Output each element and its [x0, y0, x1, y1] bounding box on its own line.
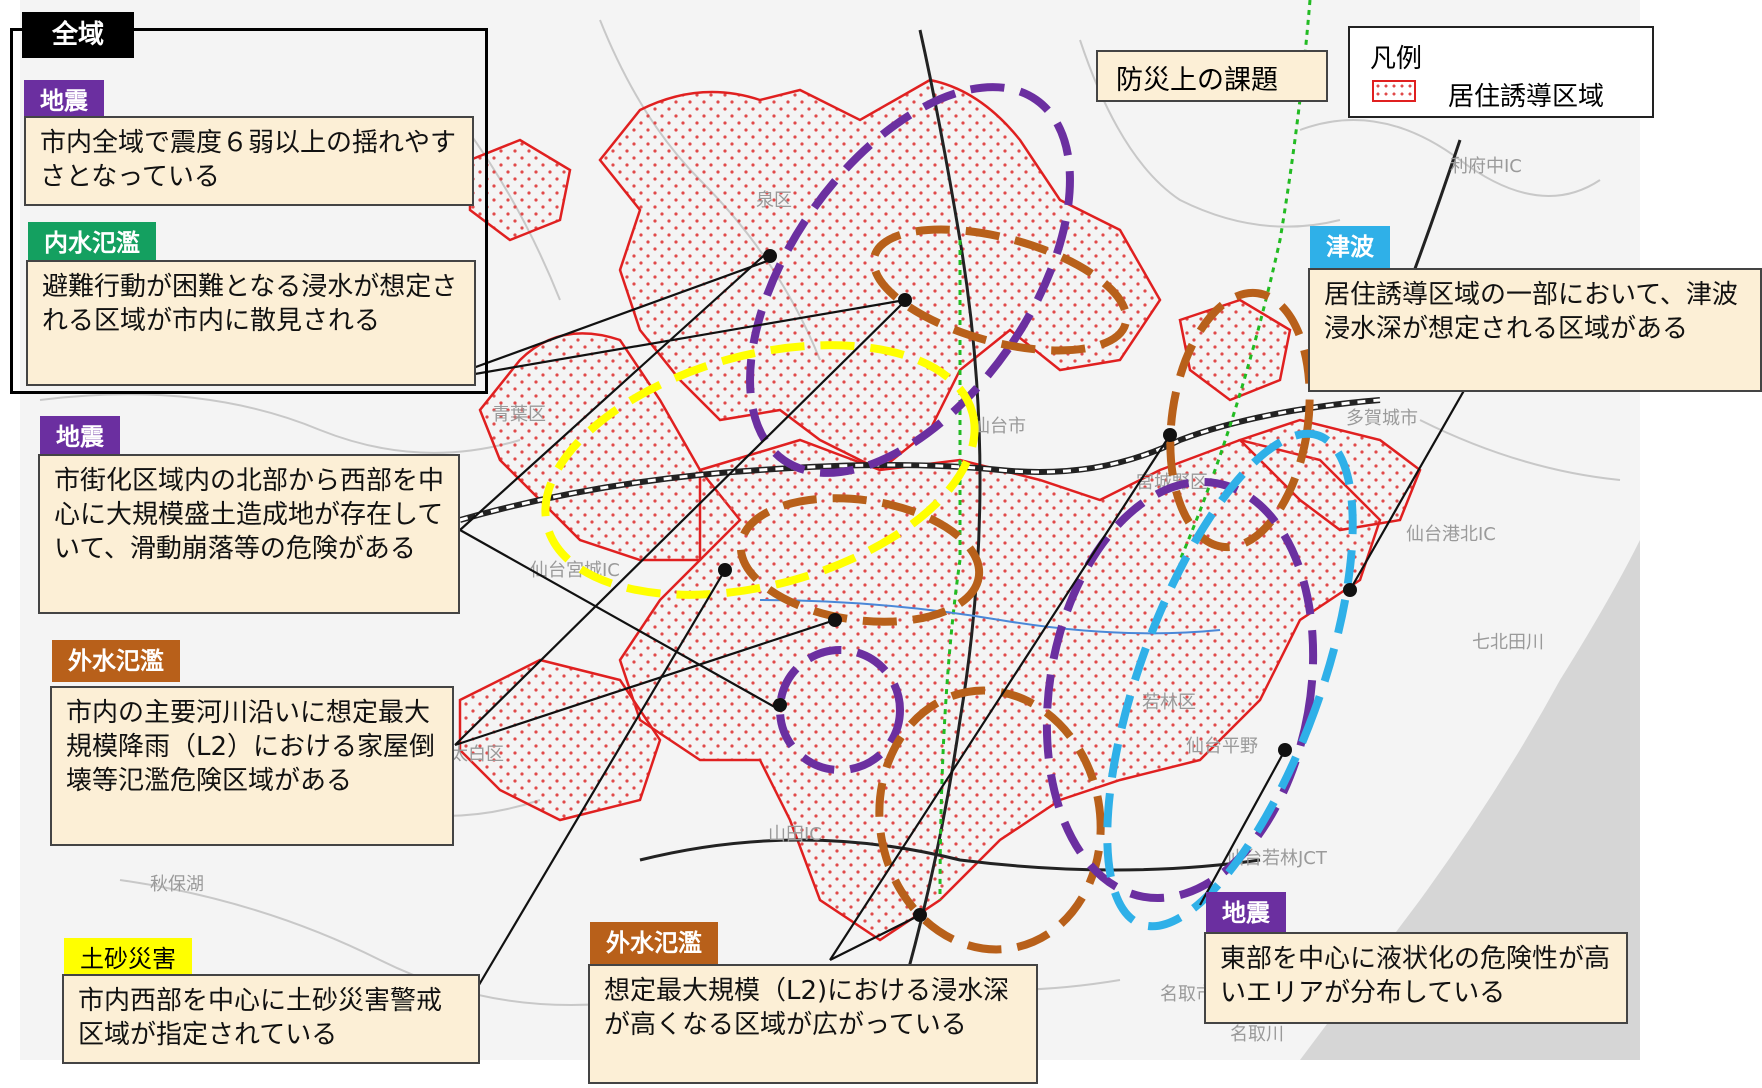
river-flood-tag-2: 外水氾濫	[590, 922, 718, 964]
callout-earthquake-all: 市内全域で震度６弱以上の揺れやすさとなっている	[24, 116, 474, 206]
map-label-rifu-ic: 利府中IC	[1450, 156, 1522, 177]
page-title: 防災上の課題	[1096, 50, 1328, 102]
callout-river-flood-2: 想定最大規模（L2)における浸水深が高くなる区域が広がっている	[588, 964, 1038, 1084]
whole-area-tag: 全域	[22, 12, 135, 58]
river-flood-zone-south	[875, 686, 1105, 954]
leader-line-eq-west	[459, 249, 771, 531]
map-label-izumi: 泉区	[756, 190, 792, 211]
map-label-sendai: 仙台市	[972, 416, 1026, 437]
callout-inland-flood-text: 避難行動が困難となる浸水が想定される区域が市内に散見される	[42, 272, 458, 336]
earthquake-tag-east: 地震	[1206, 892, 1286, 934]
leader-line-river-1a	[454, 299, 907, 746]
map-label-akiu-lake: 秋保湖	[150, 874, 204, 895]
callout-river-flood-1-text: 市内の主要河川沿いに想定最大規模降雨（L2）における家屋倒壊等氾濫危険区域がある	[66, 698, 436, 796]
map-label-natori: 名取市	[1160, 984, 1214, 1005]
river-flood-zone-northeast	[1166, 288, 1314, 552]
earthquake-zone-east	[1042, 477, 1318, 903]
leader-line-tsunami	[1349, 379, 1471, 591]
sediment-tag: 土砂災害	[64, 938, 192, 980]
map-label-wakabayashi-jct: 仙台若林JCT	[1226, 848, 1328, 869]
callout-tsunami-text: 居住誘導区域の一部において、津波浸水深が想定される区域がある	[1324, 280, 1738, 344]
callout-tsunami: 居住誘導区域の一部において、津波浸水深が想定される区域がある	[1308, 268, 1762, 392]
leader-line-eq-east	[1199, 749, 1286, 906]
callout-sediment: 市内西部を中心に土砂災害警戒区域が指定されている	[62, 974, 480, 1064]
legend-heading: 凡例	[1370, 44, 1423, 74]
leader-line-river-2	[829, 434, 1171, 961]
leader-line-river-2b	[829, 914, 921, 961]
map-label-tagajo: 多賀城市	[1346, 408, 1418, 429]
callout-earthquake-west-text: 市街化区域内の北部から西部を中心に大規模盛土造成地が存在していて、滑動崩落等の危…	[54, 466, 445, 564]
leader-line-inland-1	[439, 258, 771, 382]
residential-zone-northwest	[468, 138, 572, 242]
leader-line-river-1b	[454, 618, 836, 747]
map-label-aoba: 青葉区	[492, 404, 546, 425]
map-label-port-ic: 仙台港北IC	[1406, 524, 1496, 545]
inland-flood-tag: 内水氾濫	[28, 222, 156, 264]
river-flood-zone-central	[736, 494, 984, 626]
tsunami-zone	[1103, 429, 1357, 931]
callout-river-flood-1: 市内の主要河川沿いに想定最大規模降雨（L2）における家屋倒壊等氾濫危険区域がある	[50, 686, 454, 846]
leader-line-sediment	[469, 569, 726, 1001]
legend-swatch-residential-zone	[1372, 80, 1416, 102]
callout-river-flood-2-text: 想定最大規模（L2)における浸水深が高くなる区域が広がっている	[604, 976, 1010, 1040]
tsunami-tag: 津波	[1310, 226, 1390, 268]
map-label-taihaku: 太白区	[450, 744, 504, 765]
sea-area	[1300, 540, 1640, 1060]
sediment-zone-west	[541, 341, 979, 599]
map-label-yamada-ic: 山田IC	[768, 824, 822, 845]
legend: 凡例 居住誘導区域	[1348, 26, 1654, 118]
residential-zone-east	[1237, 418, 1422, 532]
leader-line-eq-west-2	[459, 529, 781, 711]
whole-area-frame	[10, 28, 488, 394]
callout-inland-flood: 避難行動が困難となる浸水が想定される区域が市内に散見される	[26, 260, 476, 386]
map-label-sendai-heiya: 仙台平野	[1186, 736, 1258, 757]
map-label-nanakita-river: 七北田川	[1472, 632, 1544, 653]
map-label-natori-river: 名取川	[1230, 1024, 1284, 1045]
residential-zone-southwest	[458, 658, 662, 822]
earthquake-zone-southwest	[776, 646, 904, 774]
legend-item-label: 居住誘導区域	[1448, 82, 1605, 112]
callout-sediment-text: 市内西部を中心に土砂災害警戒区域が指定されている	[78, 986, 443, 1050]
callout-earthquake-east-text: 東部を中心に液状化の危険性が高いエリアが分布している	[1220, 944, 1611, 1008]
river-flood-tag-1: 外水氾濫	[52, 640, 180, 682]
map-label-wakabayashi: 若林区	[1142, 692, 1196, 713]
callout-earthquake-east: 東部を中心に液状化の危険性が高いエリアが分布している	[1204, 932, 1628, 1024]
callout-earthquake-west: 市街化区域内の北部から西部を中心に大規模盛土造成地が存在していて、滑動崩落等の危…	[38, 454, 460, 614]
callout-earthquake-all-text: 市内全域で震度６弱以上の揺れやすさとなっている	[40, 128, 457, 192]
river-flood-zone-north	[869, 225, 1131, 355]
leader-line-inland-2	[439, 298, 906, 382]
earthquake-tag-all: 地震	[24, 80, 104, 122]
earthquake-tag-west: 地震	[40, 416, 120, 458]
map-label-miyagino: 宮城野区	[1136, 472, 1208, 493]
residential-zone-central	[618, 438, 1382, 942]
